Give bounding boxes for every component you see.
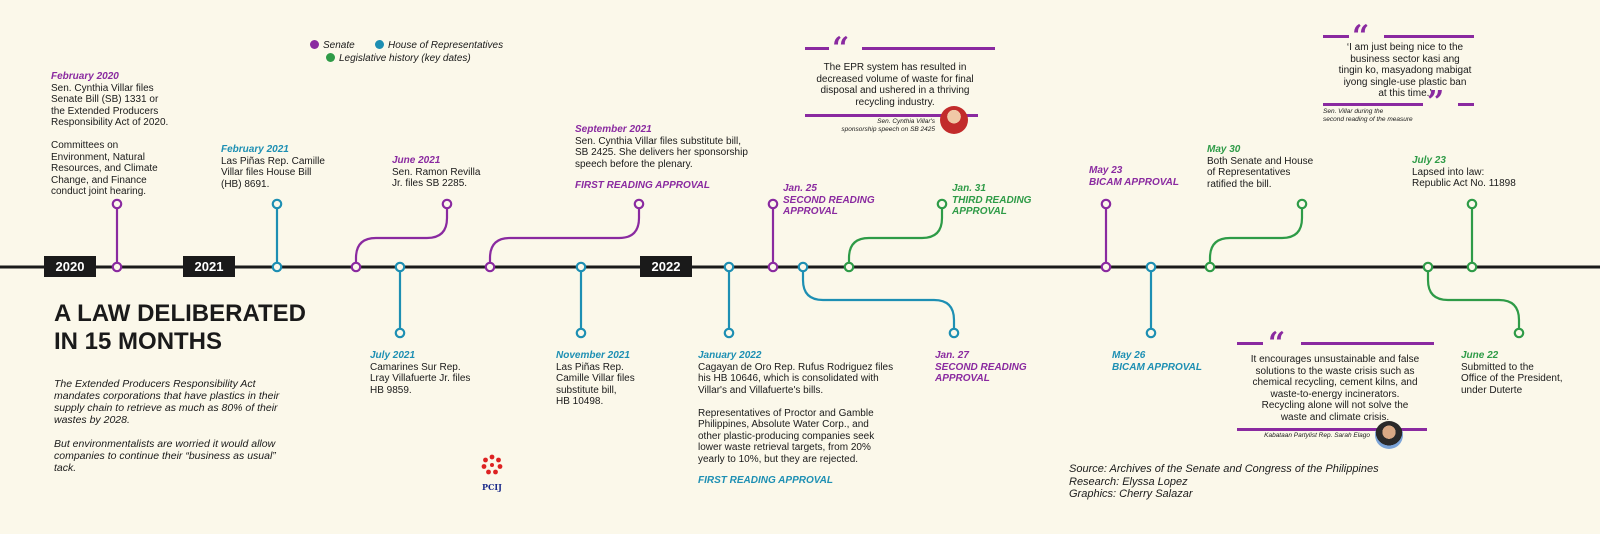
pcij-logo-mark: [481, 454, 503, 475]
end-node-jan25: [767, 198, 779, 210]
event-jun-22: June 22 Submitted to the Office of the P…: [1461, 350, 1563, 396]
end-node-sep2021: [633, 198, 645, 210]
event-jan-25: Jan. 25 SECOND READING APPROVAL: [783, 183, 875, 217]
axis-node-jun22: [1422, 261, 1434, 273]
quote2-rule-right: [1384, 35, 1474, 38]
connector-jan27: [801, 267, 956, 333]
end-node-feb2021: [271, 198, 283, 210]
axis-node-jul23: [1466, 261, 1478, 273]
villar-avatar: [940, 106, 968, 134]
pcij-logo: PCIJ: [476, 453, 508, 492]
year-badge-2021: 2021: [183, 256, 235, 277]
event-sep-2021: September 2021 Sen. Cynthia Villar files…: [575, 124, 748, 191]
event-jan-31: Jan. 31 THIRD READING APPROVAL: [952, 183, 1032, 217]
end-node-nov2021: [575, 327, 587, 339]
page-title: A LAW DELIBERATED IN 15 MONTHS: [54, 300, 306, 355]
end-node-jan27: [948, 327, 960, 339]
end-node-jun22: [1513, 327, 1525, 339]
connector-jan31: [847, 204, 944, 267]
connector-jun22: [1426, 267, 1521, 333]
credits-source: Source: Archives of the Senate and Congr…: [1069, 463, 1379, 475]
connector-may30: [1208, 204, 1304, 267]
quote2-close-icon: ”: [1427, 85, 1445, 120]
axis-node-jan27: [797, 261, 809, 273]
quote-open-icon: “: [832, 31, 850, 66]
quote3-rule-left: [1237, 342, 1263, 345]
connector-jun2021: [354, 204, 449, 267]
quote3-open-icon: “: [1268, 326, 1286, 361]
quote2-open-icon: “: [1352, 19, 1370, 54]
event-may-30: May 30 Both Senate and House of Represen…: [1207, 144, 1314, 190]
quote2-rule-end: [1458, 103, 1474, 106]
end-node-jul2021: [394, 327, 406, 339]
event-may-26: May 26 BICAM APPROVAL: [1112, 350, 1202, 373]
end-node-jan2022: [723, 327, 735, 339]
event-jul-23: July 23 Lapsed into law: Republic Act No…: [1412, 155, 1516, 189]
quote-villar: The EPR system has resulted in decreased…: [816, 62, 974, 108]
quote-rule-right: [862, 47, 995, 50]
end-node-may26: [1145, 327, 1157, 339]
axis-node-feb2021: [271, 261, 283, 273]
quote2-rule-bottom: [1323, 103, 1423, 106]
quote3-rule-right: [1301, 342, 1434, 345]
intro-text: The Extended Producers Responsibility Ac…: [54, 378, 280, 474]
axis-node-nov2021: [575, 261, 587, 273]
quote-rule-bottom: [805, 114, 978, 117]
elago-avatar: [1375, 421, 1403, 449]
end-node-jan31: [936, 198, 948, 210]
event-nov-2021: November 2021 Las Piñas Rep. Camille Vil…: [556, 350, 635, 407]
senate-swatch: [310, 40, 319, 49]
end-node-jun2021: [441, 198, 453, 210]
axis-node-may26: [1145, 261, 1157, 273]
credits-research: Research: Elyssa Lopez: [1069, 475, 1188, 488]
axis-node-jan31: [843, 261, 855, 273]
house-swatch: [375, 40, 384, 49]
quote-elago: It encourages unsustainable and false so…: [1250, 354, 1420, 423]
legend-house: House of Representatives: [375, 40, 503, 51]
history-swatch: [326, 53, 335, 62]
axis-node-sep2021: [484, 261, 496, 273]
legend-history: Legislative history (key dates): [326, 53, 471, 64]
axis-node-may30: [1204, 261, 1216, 273]
axis-node-jun2021: [350, 261, 362, 273]
axis-node-jan2022: [723, 261, 735, 273]
event-feb-2021: February 2021 Las Piñas Rep. Camille Vil…: [221, 144, 325, 190]
credits-graphics: Graphics: Cherry Salazar: [1069, 488, 1193, 500]
quote-villar2: ‘I am just being nice to the business se…: [1338, 42, 1472, 99]
end-node-feb2020: [111, 198, 123, 210]
quote3-rule-bottom: [1237, 428, 1427, 431]
connector-sep2021: [488, 204, 641, 267]
quote2-rule-left: [1323, 35, 1349, 38]
end-node-jul23: [1466, 198, 1478, 210]
year-badge-2020: 2020: [44, 256, 96, 277]
axis-node-may23: [1100, 261, 1112, 273]
year-badge-2022: 2022: [640, 256, 692, 277]
end-node-may23: [1100, 198, 1112, 210]
event-jan-27: Jan. 27 SECOND READING APPROVAL: [935, 350, 1027, 384]
quote-elago-attribution: Kabataan Partylist Rep. Sarah Elago: [1264, 432, 1370, 439]
event-feb-2020: February 2020 Sen. Cynthia Villar files …: [51, 71, 169, 197]
event-jan-2022: January 2022 Cagayan de Oro Rep. Rufus R…: [698, 350, 894, 486]
pcij-logo-text: PCIJ: [482, 482, 502, 492]
quote-rule-left: [805, 47, 829, 50]
event-jun-2021: June 2021 Sen. Ramon Revilla Jr. files S…: [392, 155, 481, 189]
axis-node-jan25: [767, 261, 779, 273]
axis-node-feb2020: [111, 261, 123, 273]
axis-node-jul2021: [394, 261, 406, 273]
event-jul-2021: July 2021 Camarines Sur Rep. Lray Villaf…: [370, 350, 471, 396]
legend-senate: Senate: [310, 40, 355, 51]
event-may-23: May 23 BICAM APPROVAL: [1089, 165, 1179, 188]
quote-villar-attribution: Sen. Cynthia Villar's sponsorship speech…: [841, 118, 935, 133]
quote-villar2-attribution: Sen. Villar during the second reading of…: [1323, 108, 1413, 123]
end-node-may30: [1296, 198, 1308, 210]
credits: Source: Archives of the Senate and Congr…: [1069, 463, 1379, 501]
